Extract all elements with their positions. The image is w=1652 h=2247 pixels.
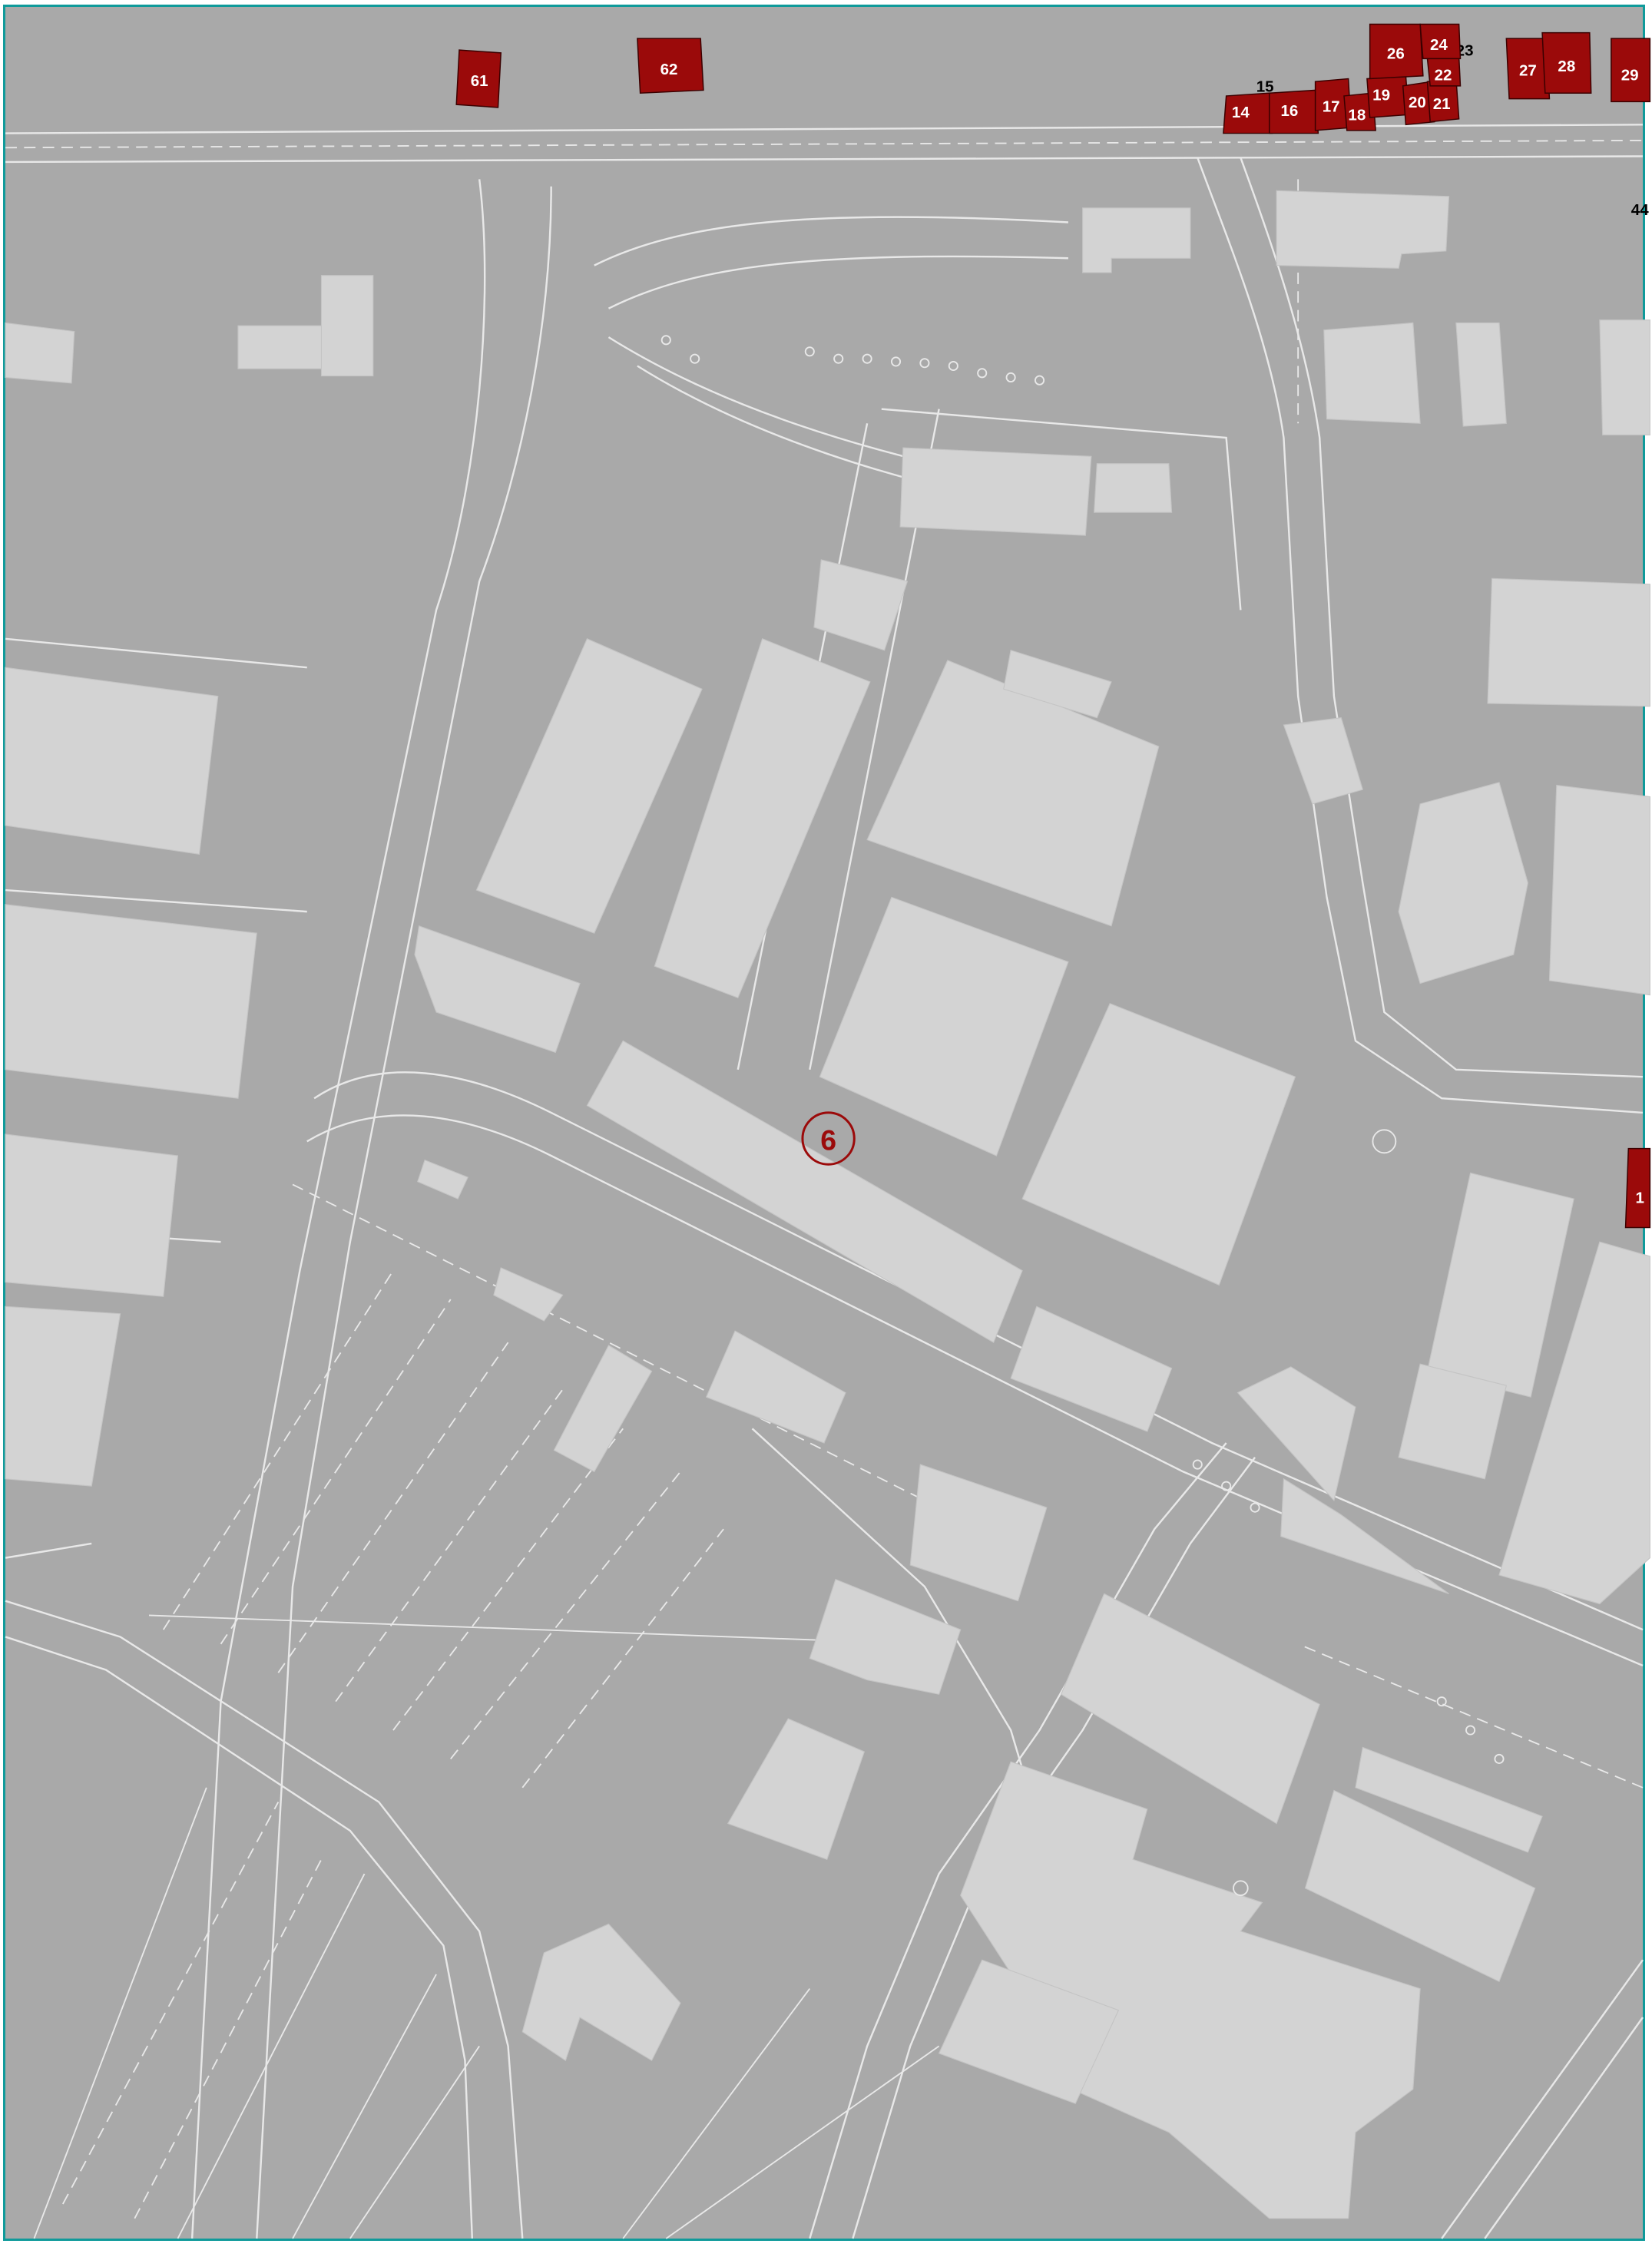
- site-marker-label: 6: [820, 1124, 836, 1157]
- parcel-shape: [1269, 89, 1319, 134]
- parcel-label: 17: [1323, 98, 1340, 116]
- parcel-label: 29: [1621, 66, 1639, 84]
- parcel-label: 21: [1433, 95, 1451, 113]
- parcel-label: 28: [1558, 58, 1575, 75]
- parcel-label: 15: [1256, 78, 1274, 95]
- parcel-shape: [1541, 31, 1592, 94]
- parcel-shape: [1505, 38, 1551, 100]
- parcel-44[interactable]: 44: [1631, 201, 1649, 219]
- dashed-lines: [5, 139, 1644, 2219]
- parcel-26[interactable]: 26: [1369, 23, 1424, 80]
- parcel-16[interactable]: 16: [1269, 89, 1319, 134]
- parcel-shape: [1611, 38, 1651, 103]
- parcel-62[interactable]: 62: [637, 38, 704, 94]
- parcel-label: 24: [1430, 36, 1448, 54]
- parcel-label: 18: [1348, 107, 1366, 124]
- parcel-shape: [1419, 23, 1462, 60]
- parcel-shape: [455, 49, 502, 108]
- parcel-14[interactable]: 14: [1223, 92, 1273, 134]
- parcel-label: 22: [1435, 66, 1452, 84]
- parcel-label: 62: [660, 61, 678, 78]
- parcel-label: 20: [1409, 94, 1426, 111]
- road-lines: [5, 124, 1644, 2239]
- parcel-label: 44: [1631, 201, 1649, 219]
- site-marker[interactable]: 6: [801, 1111, 856, 1166]
- parcel-1[interactable]: 1: [1624, 1147, 1651, 1229]
- parcel-27[interactable]: 27: [1505, 38, 1551, 100]
- parcel-label: 61: [471, 72, 488, 90]
- parcel-19[interactable]: 19: [1366, 74, 1409, 118]
- parcel-29[interactable]: 29: [1611, 38, 1651, 103]
- parcel-17[interactable]: 17: [1314, 78, 1352, 131]
- parcel-label: 19: [1372, 87, 1390, 104]
- parcel-shape: [1624, 1147, 1651, 1229]
- parcel-label: 1: [1636, 1190, 1644, 1207]
- parcel-15[interactable]: 15: [1256, 78, 1274, 95]
- buildings: [5, 190, 1650, 2219]
- parcel-shape: [1343, 92, 1376, 131]
- parcel-shape: [1369, 23, 1424, 80]
- tree-marks: [660, 335, 1505, 1897]
- parcel-label: 27: [1519, 62, 1537, 80]
- parcel-61[interactable]: 61: [455, 49, 502, 108]
- site-marker-ring: [801, 1111, 856, 1166]
- parcel-24[interactable]: 24: [1419, 23, 1462, 60]
- field-lines: [33, 1614, 940, 2239]
- parcel-shape: [637, 38, 704, 94]
- parcel-label: 14: [1232, 104, 1250, 121]
- parcel-label: 16: [1280, 102, 1298, 120]
- parcel-18[interactable]: 18: [1343, 92, 1376, 131]
- parcel-22[interactable]: 22: [1426, 56, 1462, 87]
- parcel-28[interactable]: 28: [1541, 31, 1592, 94]
- parcel-label: 26: [1387, 45, 1405, 62]
